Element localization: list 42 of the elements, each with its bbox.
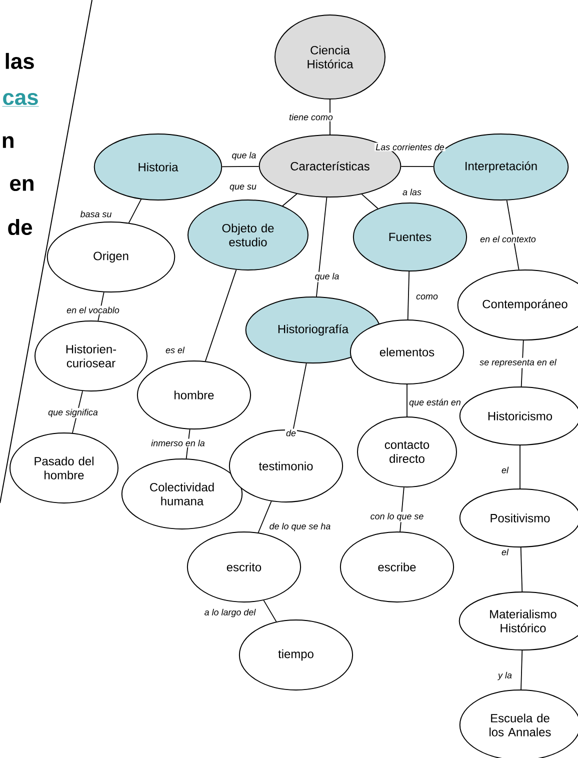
edge-label: tiene como <box>288 112 334 122</box>
text-fragment: de <box>8 218 32 236</box>
connector-line <box>292 362 307 430</box>
edge-label: que la <box>230 150 258 162</box>
edge-label: con lo que se <box>369 512 425 522</box>
connector-line <box>361 194 378 209</box>
edge-label: el <box>500 466 510 474</box>
connector-line <box>506 200 520 270</box>
edge-label: y la <box>497 670 513 682</box>
edge-label: de lo que se ha <box>268 522 332 532</box>
connector-line <box>222 166 260 168</box>
edge-label: Las corrientes de <box>374 142 446 152</box>
edge-label: es el <box>164 346 186 354</box>
connector-line <box>316 197 328 297</box>
connector-line <box>407 271 410 320</box>
edge-label: el <box>500 548 510 556</box>
edge-label: que están en <box>408 398 462 408</box>
edge-label: en el vocablo <box>66 306 120 314</box>
edge-label: se representa en el <box>478 358 558 368</box>
connector-line <box>128 198 142 224</box>
edge-label: de <box>285 428 297 438</box>
connector-line <box>406 384 408 417</box>
connector-line <box>258 500 272 534</box>
connector-line <box>520 547 523 592</box>
text-fragment: cas <box>2 93 39 107</box>
edge-label: en el contexto <box>479 234 537 244</box>
text-fragment: las <box>6 52 34 70</box>
text-fragment: en <box>10 179 34 192</box>
edge-label: como <box>415 294 439 300</box>
text-fragment: n <box>2 136 14 148</box>
connector-line <box>204 269 237 362</box>
edge-label: que la <box>314 272 340 282</box>
connector-line <box>282 193 298 206</box>
connector-line <box>520 650 523 690</box>
edge-label: inmerso en la <box>150 438 206 448</box>
edge-label: a las <box>402 188 422 196</box>
edge-label: basa su <box>79 210 113 218</box>
edge-label: que su <box>228 184 258 192</box>
edge-label: a lo largo del <box>203 608 257 618</box>
edge-label: que significa <box>47 408 99 418</box>
connector-line <box>400 166 434 168</box>
connector-line <box>263 600 277 622</box>
